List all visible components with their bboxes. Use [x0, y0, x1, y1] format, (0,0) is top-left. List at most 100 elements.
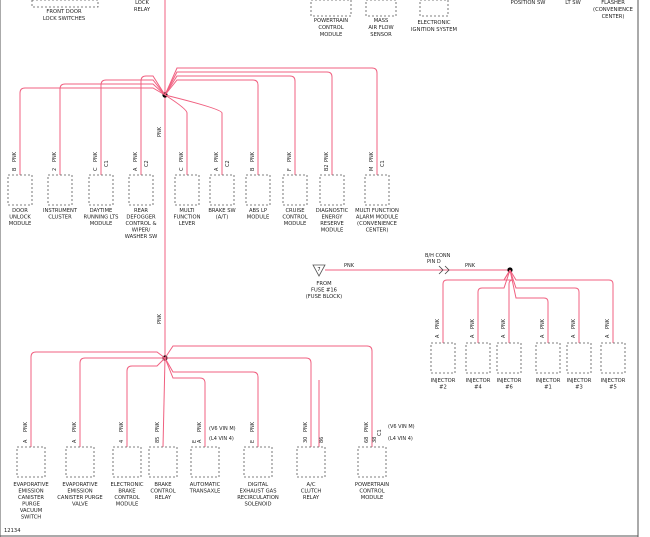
row2-4-label-3: RELAY	[155, 495, 172, 501]
row2-7-label-1: A/C	[307, 482, 316, 488]
lock-relay-label-2: RELAY	[134, 7, 151, 13]
row1-9-label-3: RESERVE	[320, 221, 344, 227]
row2-7-label-2: CLUTCH	[301, 489, 322, 495]
row1-7-wire	[164, 79, 259, 175]
transaxle-note-1: (V6 VIN M)	[209, 426, 236, 432]
row1-3-conn: C1	[104, 160, 110, 167]
row1-10-wire-color: PNK	[369, 151, 375, 162]
bh-conn-label-2: PIN D	[427, 259, 441, 265]
injector-1-box	[430, 342, 456, 374]
row1-1-label-1: DOOR	[12, 208, 28, 214]
row2-1-box	[16, 446, 46, 478]
flasher-label-1: FLASHER	[601, 0, 625, 6]
row2-6-wire	[164, 357, 259, 447]
row1-4-conn: C2	[144, 160, 150, 167]
row1-3-pin: C	[93, 167, 99, 171]
row2-2-label-2: EMISSION	[67, 489, 92, 495]
row1-7-pin: B	[250, 167, 256, 171]
row2-5-box	[190, 446, 220, 478]
row1-4-label-3: CONTROL &	[125, 221, 156, 227]
row1-2-wire	[59, 83, 166, 175]
injector-3-pin: A	[501, 334, 507, 338]
pcm-pin-alt: 38	[372, 437, 378, 443]
pcm-top-box	[310, 0, 352, 17]
row2-6-label-4: SOLENOID	[244, 502, 271, 508]
transaxle-note-2: (L4 VIN 4)	[209, 436, 234, 442]
row2-1-label-2: EMISSION	[18, 489, 43, 495]
row1-5-label-3: LEVER	[179, 221, 196, 227]
row1-2-box	[47, 174, 73, 206]
row2-4-label-1: BRAKE	[154, 482, 171, 488]
pcm-top-label-3: MODULE	[320, 32, 343, 38]
front-door-label-2: LOCK SWITCHES	[43, 16, 85, 22]
row2-1-pin: A	[23, 439, 29, 443]
row1-1-label-3: MODULE	[9, 221, 32, 227]
maf-label-3: SENSOR	[370, 32, 392, 38]
row1-4-wire	[140, 75, 166, 175]
injector-2-wire	[477, 269, 511, 343]
row1-1-label-2: UNLOCK	[9, 215, 31, 221]
row1-9-pin: B2	[324, 164, 330, 171]
row1-6-wire-color: PNK	[214, 151, 220, 162]
injector-4-label-1: INJECTOR	[536, 378, 561, 384]
row1-10-conn: C1	[380, 160, 386, 167]
injector-feed-wire-color: PNK	[465, 263, 476, 269]
row1-8-wire-color: PNK	[287, 151, 293, 162]
ignition-label-1: ELECTRONIC	[418, 20, 451, 26]
row1-3-wire	[100, 79, 166, 175]
components: PNKPNKBPNKDOORUNLOCKMODULE2PNKINSTRUMENT…	[7, 126, 626, 521]
top-components: FRONT DOOR LOCK SWITCHES LOCK RELAY POWE…	[31, 0, 633, 38]
maf-box	[365, 0, 397, 17]
injector-4-wire	[509, 269, 549, 343]
bh-connector-symbol	[438, 265, 450, 275]
injector-5-pin: A	[571, 334, 577, 338]
row2-4-label-2: CONTROL	[150, 489, 175, 495]
row1-6-label-2: (A/T)	[216, 215, 229, 221]
row2-2-wire	[79, 357, 165, 447]
row1-9-label-4: MODULE	[321, 228, 344, 234]
row2-1-label-6: SWITCH	[21, 515, 41, 521]
row2-6-pin: E	[250, 440, 256, 443]
injector-1-wire-color: PNK	[435, 318, 441, 329]
injector-4-label-2: #1	[544, 385, 552, 391]
row1-3-label-1: DAYTIME	[90, 208, 113, 214]
row1-10-label-1: MULTI FUNCTION	[355, 208, 399, 214]
injector-6-label-2: #5	[609, 385, 617, 391]
row1-6-wire	[164, 94, 223, 175]
row1-2-label-2: CLUSTER	[48, 215, 72, 221]
pcm-top-label-2: CONTROL	[318, 25, 343, 31]
injector-1-label-2: #2	[439, 385, 447, 391]
fuse-feed-wire-color: PNK	[344, 263, 355, 269]
row2-8-label-2: CONTROL	[359, 489, 384, 495]
row2-3-label-3: CONTROL	[114, 495, 139, 501]
row1-1-wire-color: PNK	[12, 151, 18, 162]
row1-5-box	[174, 174, 200, 206]
row2-5-wire-color: PNK	[197, 421, 203, 432]
row1-8-wire	[164, 75, 296, 175]
injector-3-wire-color: PNK	[501, 318, 507, 329]
row2-8-wire-color: PNK	[364, 421, 370, 432]
front-door-label-1: FRONT DOOR	[46, 9, 82, 15]
row2-1-wire	[30, 351, 166, 447]
row1-2-label-1: INSTRUMENT	[43, 208, 78, 214]
row1-3-label-2: RUNNING LTS	[84, 215, 119, 221]
trunk-wire-color-2: PNK	[157, 313, 163, 324]
injector-2-box	[465, 342, 491, 374]
injector-2-label-1: INJECTOR	[466, 378, 491, 384]
row1-5-wire-color: PNK	[179, 151, 185, 162]
row1-6-label-1: BRAKE SW	[208, 208, 235, 214]
row1-6-box	[209, 174, 235, 206]
row2-5-label-2: TRANSAXLE	[189, 489, 221, 495]
injector-6-box	[600, 342, 626, 374]
row1-10-wire	[164, 67, 378, 175]
flasher-label-3: CENTER)	[602, 14, 625, 20]
bh-conn-label-1: B/H CONN	[425, 253, 451, 259]
row1-10-label-4: CENTER)	[366, 228, 389, 234]
row2-6-wire-color: PNK	[250, 421, 256, 432]
row1-4-label-5: WASHER SW	[125, 234, 158, 240]
lt-sw-label: LT SW	[565, 0, 580, 6]
row2-1-wire-color: PNK	[23, 421, 29, 432]
injector-2-pin: A	[470, 334, 476, 338]
